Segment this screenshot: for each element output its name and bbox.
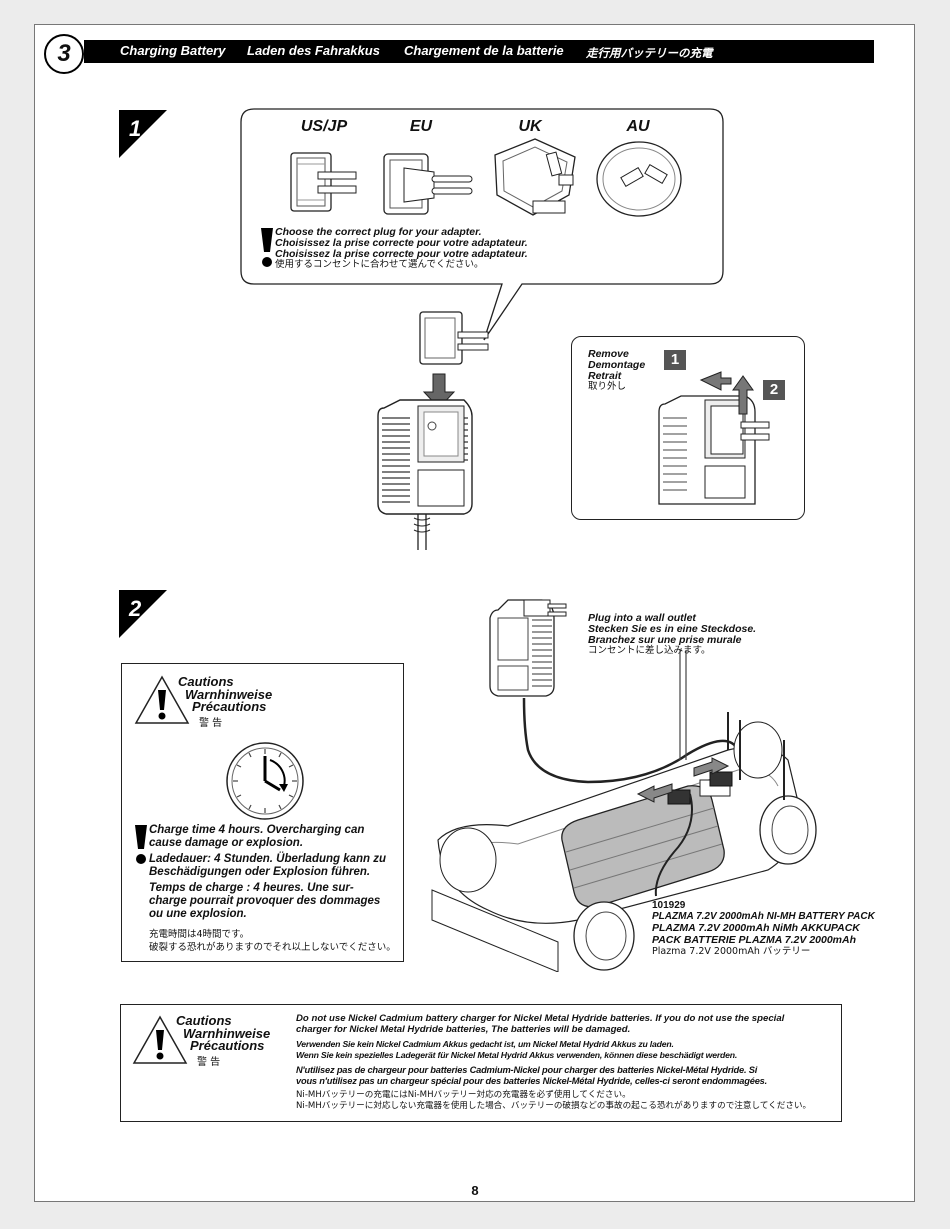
remove-step-1-badge: 1 — [664, 350, 686, 370]
charge-note-jp-2: 破裂する恐れがありますのでそれ以上しないでください。 — [149, 942, 396, 953]
car-charging-illustration — [431, 599, 817, 972]
caution-title-en: Cautions — [178, 674, 234, 689]
charge-note-de-2: Beschädigungen oder Explosion führen. — [149, 866, 371, 878]
nimh-note-fr-2: vous n'utilisez pas un chargeur spécial … — [296, 1076, 768, 1086]
battery-name-en: PLAZMA 7.2V 2000mAh NI-MH BATTERY PACK — [652, 911, 875, 922]
section-number: 3 — [44, 34, 84, 74]
remove-label-jp: 取り外し — [588, 381, 627, 392]
wall-outlet-jp: コンセントに差し込みます。 — [588, 645, 711, 656]
wall-outlet-fr: Branchez sur une prise murale — [588, 634, 742, 646]
remove-label-de: Demontage — [588, 359, 646, 371]
charge-note-fr-2: charge pourrait provoquer des dommages — [149, 895, 381, 907]
page-number: 8 — [471, 1183, 479, 1198]
remove-step-2-badge: 2 — [763, 380, 785, 400]
wall-outlet-en: Plug into a wall outlet — [588, 612, 696, 624]
plug-label-uk: UK — [518, 118, 542, 135]
charger-with-plug-illustration — [377, 311, 489, 550]
charge-note-en-2: cause damage or explosion. — [149, 837, 304, 849]
charge-note-jp-1: 充電時間は4時間です。 — [149, 929, 250, 940]
uk-plug-icon — [494, 138, 576, 216]
exclamation-warning-icon — [261, 228, 273, 267]
section-header-bar — [84, 40, 874, 63]
remove-label-fr: Retrait — [588, 370, 622, 382]
nimh-note-fr-1: N'utilisez pas de chargeur pour batterie… — [296, 1065, 758, 1075]
charge-note-en-1: Charge time 4 hours. Overcharging can — [149, 824, 365, 836]
bottom-caution-title-fr: Précautions — [190, 1038, 265, 1053]
charger-remove-illustration — [658, 371, 770, 505]
step-1-tag: 1 — [119, 110, 167, 158]
nimh-note-en-2: charger for Nickel Metal Hydride batteri… — [296, 1024, 631, 1035]
exclamation-warning-icon — [135, 825, 147, 864]
step-2-tag: 2 — [119, 590, 167, 638]
battery-name-fr: PACK BATTERIE PLAZMA 7.2V 2000mAh — [652, 934, 857, 946]
header-title-en: Charging Battery — [120, 43, 226, 58]
plug-note-fr: Choisissez la prise correcte pour votre … — [275, 237, 528, 249]
caution-title-de: Warnhinweise — [185, 687, 273, 702]
remove-label-en: Remove — [588, 348, 629, 360]
nimh-note-de-1: Verwenden Sie kein Nickel Cadmium Akkus … — [296, 1039, 674, 1049]
wall-outlet-de: Stecken Sie es in eine Steckdose. — [588, 623, 757, 635]
nimh-note-jp-1: Ni-MHバッテリーの充電にはNi-MHバッテリー対応の充電器を必ず使用してくだ… — [296, 1090, 631, 1100]
battery-name-jp: Plazma 7.2V 2000mAh バッテリー — [652, 946, 811, 957]
plug-note-fr-2: Choisissez la prise correcte pour votre … — [275, 248, 528, 260]
us-jp-plug-icon — [290, 152, 357, 212]
nimh-note-en-1: Do not use Nickel Cadmium battery charge… — [296, 1013, 785, 1024]
header-title-fr: Chargement de la batterie — [404, 43, 564, 58]
eu-plug-icon — [383, 153, 473, 215]
charge-note-de-1: Ladedauer: 4 Stunden. Überladung kann zu — [149, 853, 387, 865]
nimh-note-jp-2: Ni-MHバッテリーに対応しない充電器を使用した場合、バッテリーの破損などの事故… — [296, 1101, 812, 1111]
caution-title-fr: Précautions — [192, 699, 267, 714]
step-1-number: 1 — [129, 116, 141, 141]
bottom-caution-title-en: Cautions — [176, 1013, 232, 1028]
plug-label-au: AU — [626, 118, 650, 135]
plug-label-usjp: US/JP — [300, 118, 348, 135]
header-title-de: Laden des Fahrakkus — [247, 43, 380, 58]
bottom-caution-title-de: Warnhinweise — [183, 1026, 271, 1041]
nimh-caution-box — [120, 1004, 842, 1122]
battery-part-number: 101929 — [652, 900, 686, 911]
nimh-note-de-2: Wenn Sie kein spezielles Ladegerät für N… — [296, 1050, 738, 1060]
plug-note-jp: 使用するコンセントに合わせて選んでください。 — [275, 259, 484, 270]
clock-icon — [226, 742, 304, 820]
caution-triangle-icon — [132, 1015, 188, 1064]
caution-title-jp: 警 告 — [199, 718, 223, 729]
plug-label-eu: EU — [409, 118, 433, 135]
bottom-caution-title-jp: 警 告 — [197, 1057, 221, 1068]
charge-note-fr-1: Temps de charge : 4 heures. Une sur- — [149, 882, 354, 894]
au-plug-icon — [596, 141, 682, 217]
plug-note-en: Choose the correct plug for your adapter… — [275, 226, 482, 238]
header-title-jp: 走行用バッテリーの充電 — [586, 48, 713, 60]
caution-triangle-icon — [134, 675, 190, 724]
step-2-number: 2 — [128, 596, 142, 621]
battery-name-de: PLAZMA 7.2V 2000mAh NiMh AKKUPACK — [652, 922, 860, 934]
charge-note-fr-3: ou une explosion. — [149, 908, 247, 920]
